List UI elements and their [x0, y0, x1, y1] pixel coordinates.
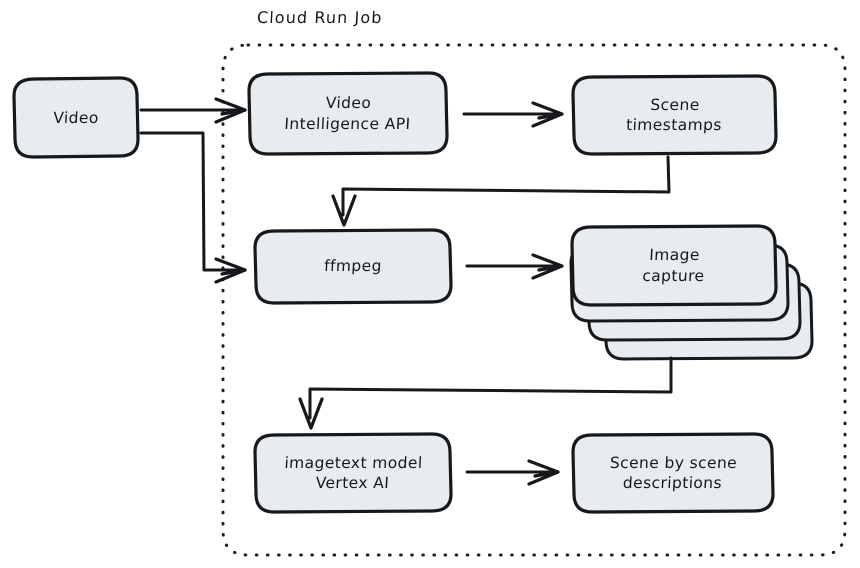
node-scene-timestamps[interactable]: [571, 74, 778, 156]
edge-video-intelligence-api-to-scene-timestamps: [462, 101, 564, 128]
cloud-run-job-group-border: [221, 43, 847, 557]
edge-image-capture-to-imagetext-model: [298, 356, 673, 430]
edge-imagetext-model-to-scene-descriptions: [465, 459, 560, 486]
edge-video-to-ffmpeg: [139, 131, 247, 284]
node-imagetext-model-vertex-ai[interactable]: [253, 432, 453, 514]
edge-scene-timestamps-to-ffmpeg: [331, 155, 671, 227]
node-ffmpeg[interactable]: [253, 228, 453, 305]
node-image-capture[interactable]: [569, 224, 814, 361]
node-video-intelligence-api[interactable]: [247, 71, 449, 156]
edge-ffmpeg-to-image-capture: [465, 253, 564, 280]
node-video[interactable]: [12, 76, 140, 159]
node-scene-by-scene-descriptions[interactable]: [571, 432, 775, 514]
edge-video-to-video-intelligence-api: [139, 97, 247, 124]
